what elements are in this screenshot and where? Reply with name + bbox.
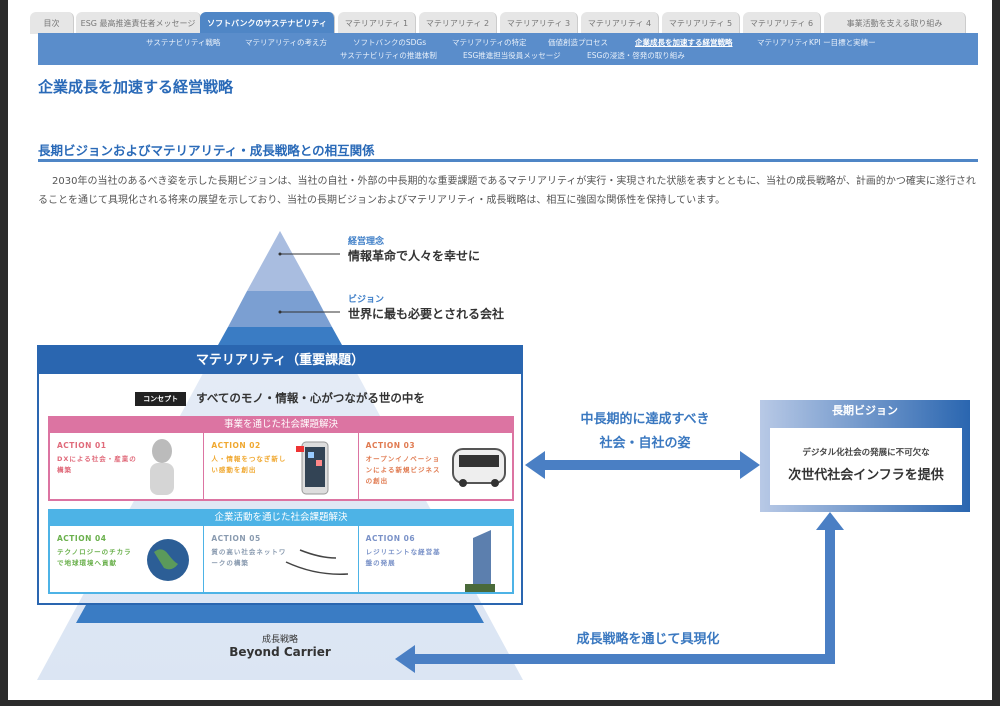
action-illustration-icon	[464, 530, 495, 596]
bottom-caption: 成長戦略を通じて具現化	[576, 632, 720, 647]
page-title: 企業成長を加速する経営戦略	[38, 78, 234, 96]
action-illustration-icon	[146, 538, 190, 586]
subnav-link[interactable]: サステナビリティの推進体制	[340, 51, 437, 60]
subnav-link[interactable]: 価値創造プロセス	[548, 38, 608, 47]
action-number: ACTION 03	[365, 441, 416, 450]
double-arrow	[525, 451, 760, 479]
subnav-link[interactable]: ESG推進担当役員メッセージ	[463, 51, 561, 60]
business-group-title: 事業を通じた社会課題解決	[48, 416, 514, 433]
subnav-link[interactable]: サステナビリティ戦略	[146, 38, 221, 47]
pyramid-tier-strategy-top	[76, 605, 484, 623]
tab-2[interactable]: ソフトバンクのサステナビリティ	[200, 12, 335, 34]
subnav-link[interactable]: ソフトバンクのSDGs	[353, 38, 427, 47]
action-description: オープンイノベーションによる新規ビジネスの創出	[365, 455, 441, 485]
materiality-box: マテリアリティ（重要課題） コンセプトすべてのモノ・情報・心がつながる世の中を …	[37, 345, 523, 605]
mid-term-caption: 中長期的に達成すべき 社会・自社の姿	[580, 412, 710, 451]
action-number: ACTION 01	[57, 441, 107, 450]
action-description: 人・情報をつなぎ新しい感動を創出	[211, 455, 287, 474]
pyramid-tier-vision	[228, 291, 332, 327]
section-heading: 長期ビジョンおよびマテリアリティ・成長戦略との相互関係	[38, 143, 375, 158]
action-card: ACTION 03 オープンイノベーションによる新規ビジネスの創出	[359, 433, 512, 499]
tab-4[interactable]: マテリアリティ 2	[419, 12, 497, 34]
concept-tag: コンセプト	[135, 391, 187, 406]
action-card: ACTION 04 テクノロジーのチカラで地球環境へ貢献	[50, 526, 205, 592]
subnav-link[interactable]: 企業成長を加速する経営戦略	[635, 38, 733, 47]
section-divider	[38, 159, 978, 162]
subnav-link[interactable]: マテリアリティKPI ー目標と実績ー	[757, 38, 876, 47]
action-description: DXによる社会・産業の構築	[57, 455, 137, 474]
corporate-group-title: 企業活動を通じた社会課題解決	[48, 509, 514, 526]
action-description: 質の高い社会ネットワークの構築	[211, 548, 287, 567]
long-vision-title: 長期ビジョン	[832, 404, 898, 417]
pyramid-tier-philosophy	[247, 231, 313, 291]
action-number: ACTION 02	[211, 441, 261, 450]
philosophy-label: 経営理念 情報革命で人々を幸せに	[348, 237, 481, 263]
sub-navigation: サステナビリティ戦略 マテリアリティの考え方 ソフトバンクのSDGs マテリアリティの…	[38, 33, 978, 65]
return-arrow	[395, 512, 844, 673]
action-description: レジリエントな経営基盤の発展	[365, 548, 441, 567]
corporate-group: 企業活動を通じた社会課題解決 ACTION 04 テクノロジーのチカラで地球環境へ貢…	[48, 509, 514, 594]
intro-paragraph: 2030年の当社のあるべき姿を示した長期ビジョンは、当社の自社・外部の中長期的な…	[38, 176, 976, 206]
vision-label: ビジョン 世界に最も必要とされる会社	[348, 295, 505, 321]
tab-8[interactable]: マテリアリティ 6	[743, 12, 821, 34]
tab-0[interactable]: 目次	[30, 12, 74, 34]
action-number: ACTION 06	[365, 534, 416, 543]
subnav-link[interactable]: マテリアリティの考え方	[245, 38, 328, 47]
materiality-title: マテリアリティ（重要課題）	[39, 347, 521, 374]
long-vision-main: 次世代社会インフラを提供	[788, 468, 944, 483]
action-illustration-icon	[451, 445, 507, 493]
tab-5[interactable]: マテリアリティ 3	[500, 12, 578, 34]
action-card: ACTION 06 レジリエントな経営基盤の発展	[359, 526, 512, 592]
action-card: ACTION 02 人・情報をつなぎ新しい感動を創出	[204, 433, 359, 500]
tab-7[interactable]: マテリアリティ 5	[662, 12, 740, 34]
action-description: テクノロジーのチカラで地球環境へ貢献	[57, 548, 132, 567]
growth-strategy: 成長戦略 Beyond Carrier	[229, 635, 331, 659]
subnav-link[interactable]: ESGの浸透・啓発の取り組み	[587, 51, 685, 60]
pyramid-tier-dark	[218, 327, 342, 345]
subnav-link[interactable]: マテリアリティの特定	[452, 38, 527, 47]
action-illustration-icon	[142, 437, 182, 499]
action-number: ACTION 04	[57, 534, 107, 543]
tab-6[interactable]: マテリアリティ 4	[581, 12, 659, 34]
concept-line: コンセプトすべてのモノ・情報・心がつながる世の中を	[39, 390, 521, 406]
tab-9[interactable]: 事業活動を支える取り組み	[824, 12, 966, 34]
action-illustration-icon	[296, 438, 332, 500]
action-card: ACTION 01 DXによる社会・産業の構築	[50, 433, 205, 499]
action-number: ACTION 05	[211, 534, 261, 543]
action-illustration-icon	[284, 546, 350, 584]
action-card: ACTION 05 質の高い社会ネットワークの構築	[204, 526, 359, 592]
tab-3[interactable]: マテリアリティ 1	[338, 12, 416, 34]
long-vision-sub: デジタル化社会の発展に不可欠な	[802, 448, 930, 458]
long-vision-box: 長期ビジョン デジタル化社会の発展に不可欠な 次世代社会インフラを提供	[760, 400, 970, 512]
